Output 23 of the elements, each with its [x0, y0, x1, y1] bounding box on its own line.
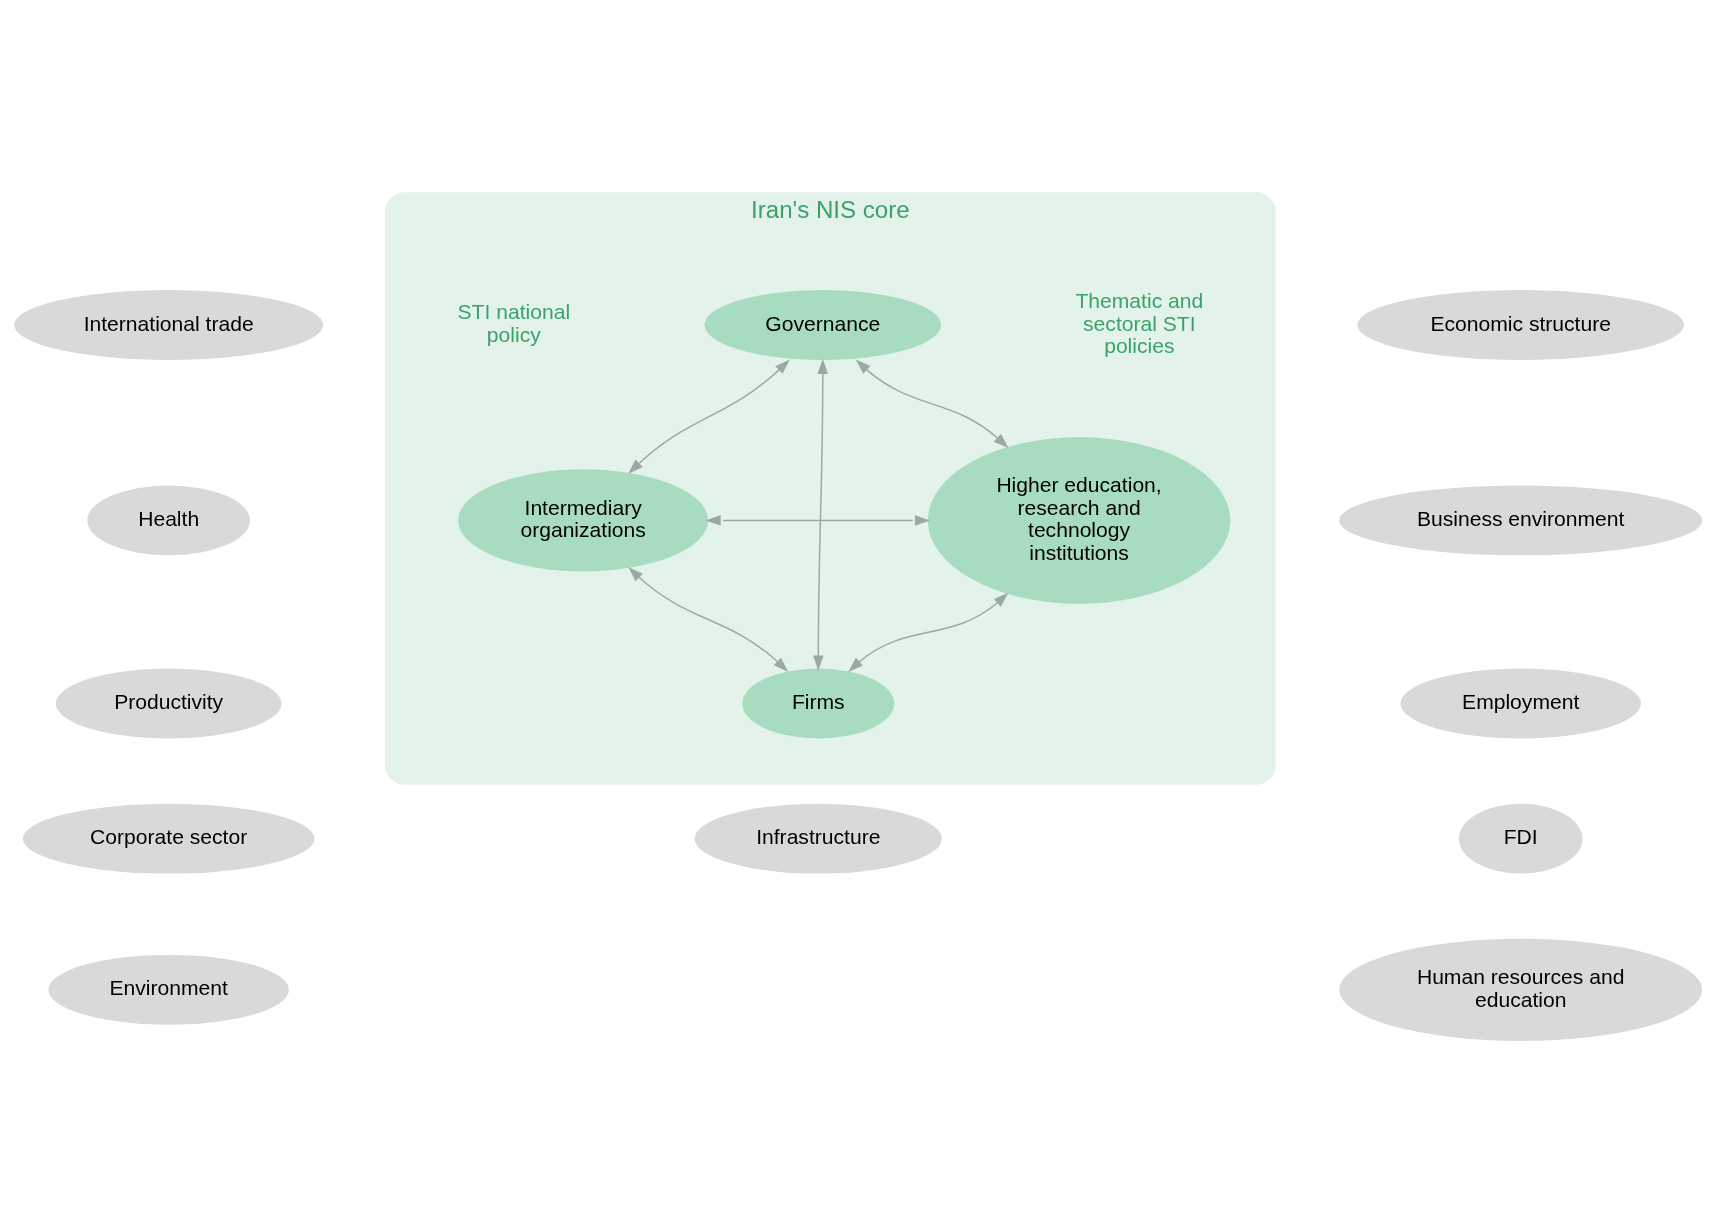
arrow	[848, 592, 1009, 672]
node-ellipse: Governance	[704, 289, 942, 360]
arrow	[813, 358, 829, 671]
node-ellipse: Productivity	[55, 668, 282, 738]
node-ellipse: Environment	[48, 954, 289, 1025]
arrow	[628, 359, 790, 474]
arrow	[855, 359, 1009, 448]
node-ellipse: Higher education, research and technology institutions	[927, 436, 1231, 604]
node-ellipse: International trade	[14, 289, 324, 360]
node-ellipse: Human resources and education	[1339, 938, 1703, 1041]
node-ellipse: Health	[87, 485, 251, 555]
arrow	[705, 514, 930, 526]
node-ellipse: Economic structure	[1357, 289, 1685, 360]
arrow	[628, 566, 789, 672]
node-ellipse: Corporate sector	[22, 803, 315, 874]
node-ellipse: Employment	[1400, 668, 1641, 738]
node-ellipse: FDI	[1458, 803, 1583, 874]
node-ellipse: Firms	[742, 668, 895, 738]
node-ellipse: Business environment	[1339, 485, 1703, 555]
node-ellipse: Infrastructure	[694, 803, 942, 874]
label: STI national policy	[457, 299, 571, 346]
node-ellipse: Intermediary organizations	[458, 468, 709, 571]
label: Thematic and sectoral STI policies	[1075, 288, 1204, 357]
